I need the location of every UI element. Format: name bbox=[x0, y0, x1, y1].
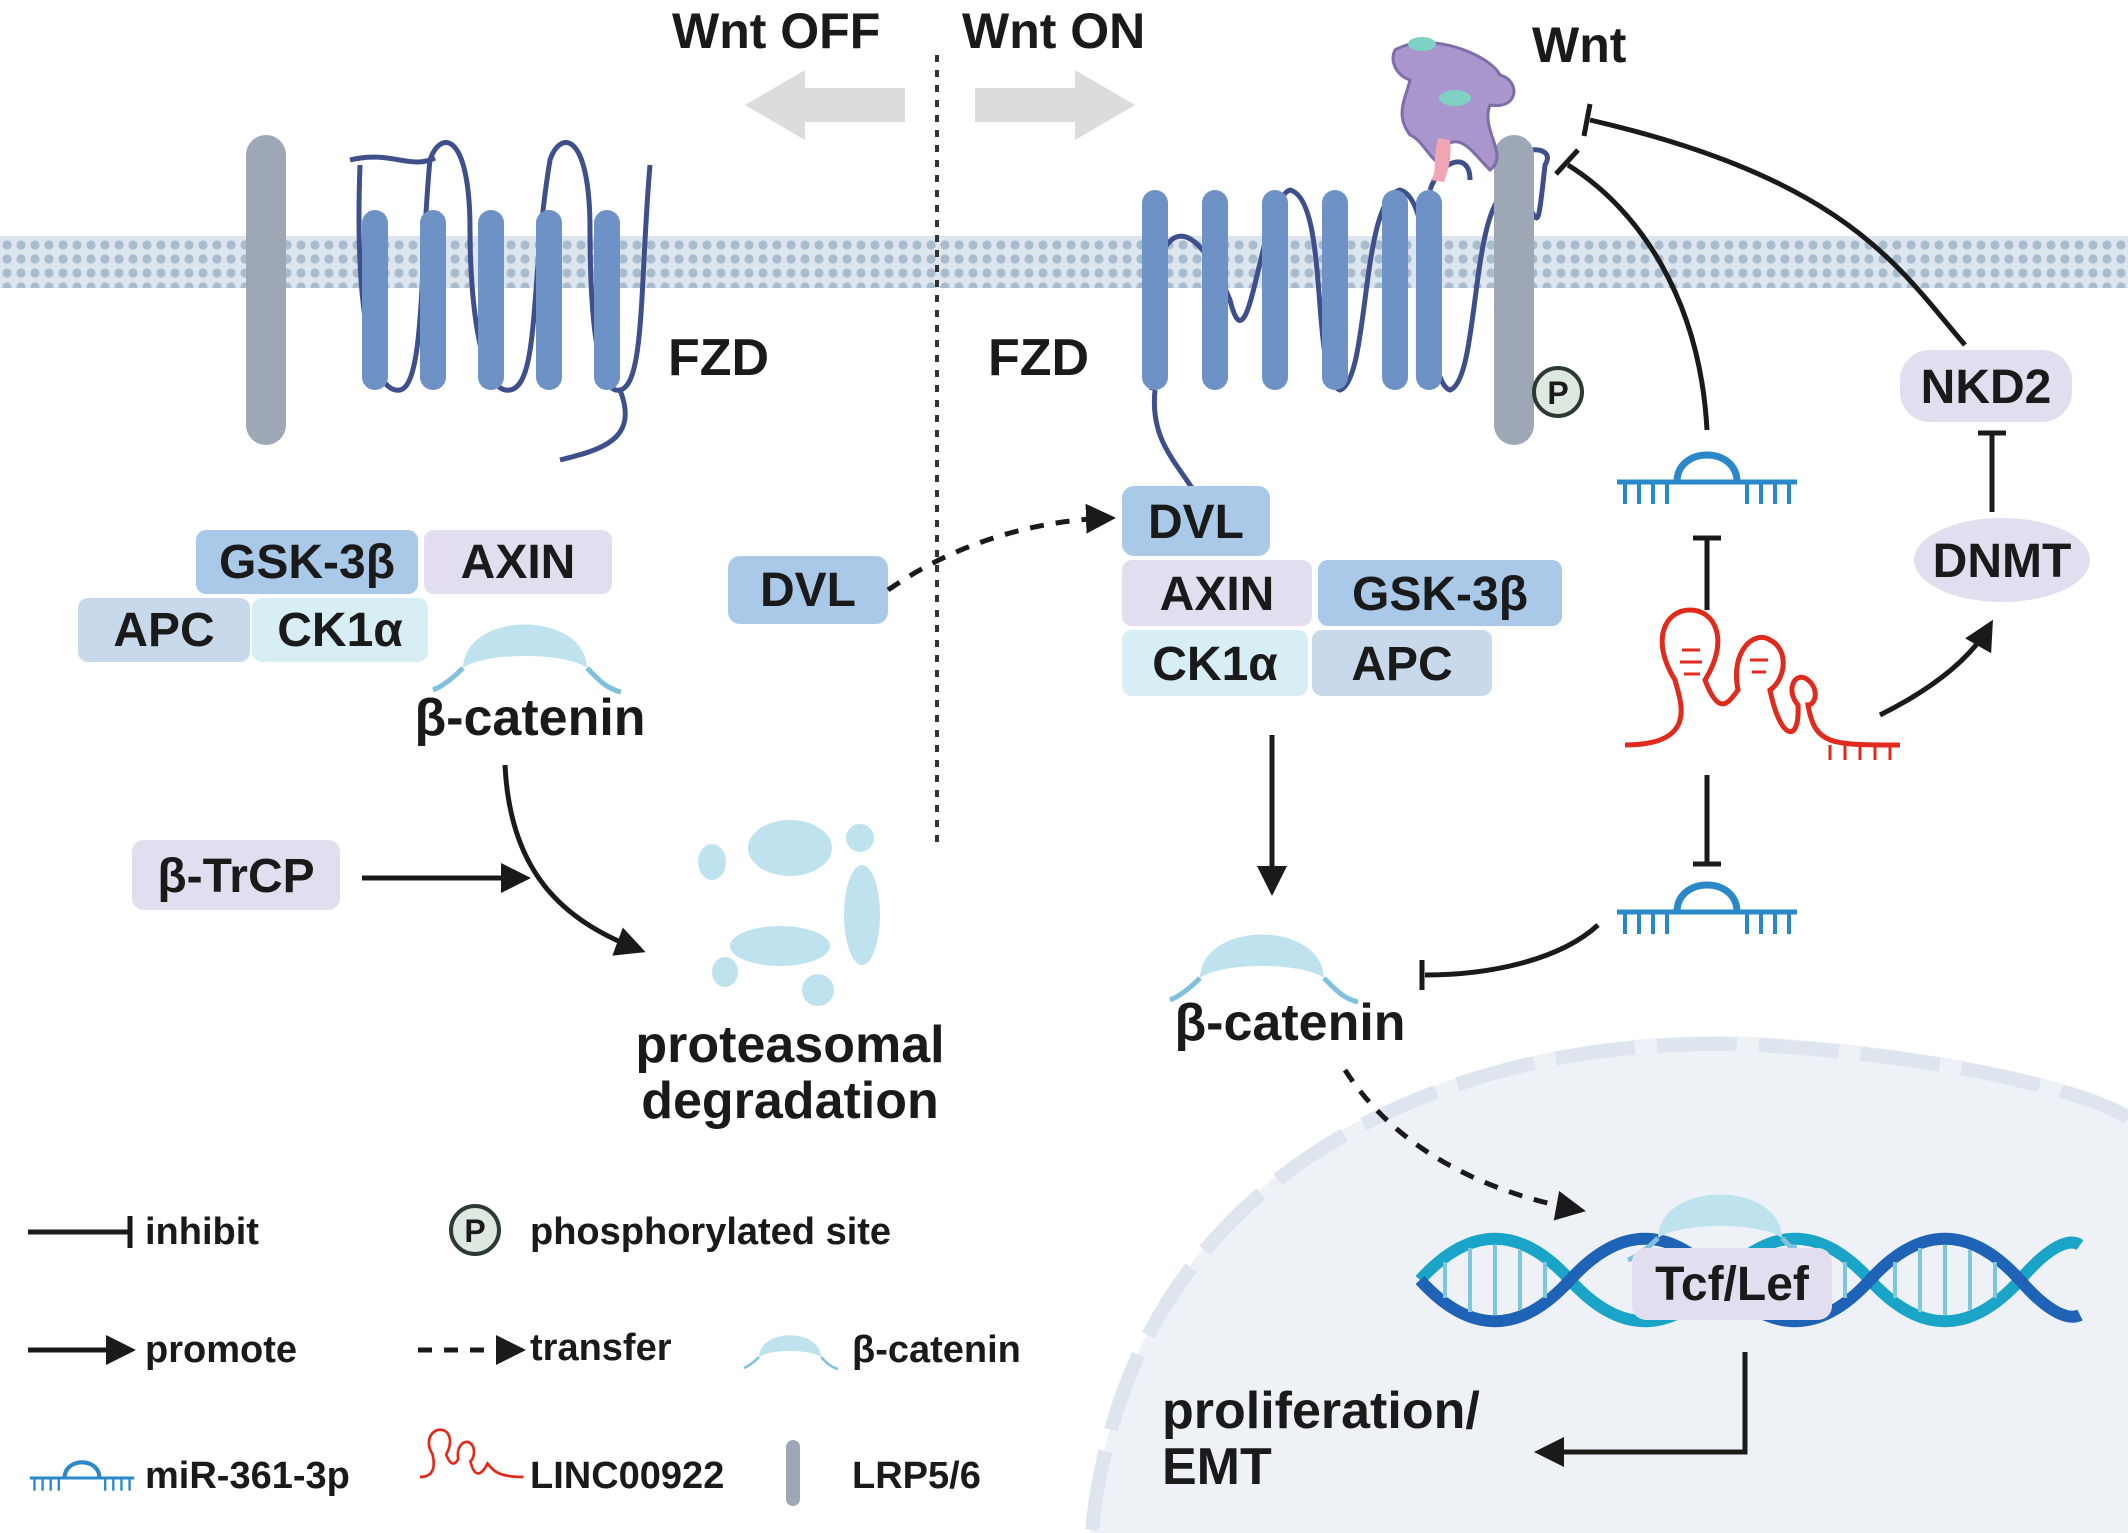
axin-label-left: AXIN bbox=[461, 536, 576, 589]
wnt-on-arrow bbox=[975, 70, 1135, 140]
nucleus bbox=[1090, 1036, 2128, 1533]
legend-phospho-label: phosphorylated site bbox=[530, 1211, 891, 1253]
mirna-inhibit-bcatenin-line bbox=[1424, 923, 1600, 978]
fzd-receptor-right bbox=[1142, 147, 1550, 502]
phospho-site-label: P bbox=[1547, 375, 1568, 411]
mirna-inhibit-lrp-line bbox=[1566, 162, 1710, 431]
dvl-label-free: DVL bbox=[760, 564, 856, 617]
legend-transfer-label: transfer bbox=[530, 1327, 672, 1369]
legend-lnc-symbol bbox=[419, 1428, 524, 1479]
nuclear-envelope bbox=[1085, 1037, 2128, 1531]
lrp-left bbox=[246, 135, 286, 445]
legend-lrp-symbol bbox=[786, 1440, 800, 1506]
wnt-off-label: Wnt OFF bbox=[672, 3, 880, 59]
fzd-right-label: FZD bbox=[988, 329, 1089, 387]
degradation-label-line2: degradation bbox=[641, 1072, 939, 1130]
axin-box-left bbox=[424, 530, 612, 594]
axin-label-right: AXIN bbox=[1160, 568, 1275, 621]
proteasome-fragments bbox=[698, 820, 880, 1006]
apc-label-left: APC bbox=[113, 604, 214, 657]
outcome-label-line1: proliferation/ bbox=[1162, 1382, 1480, 1440]
legend-lnc-label: LINC00922 bbox=[530, 1455, 724, 1497]
fzd-receptor-left bbox=[349, 140, 653, 463]
dvl-label-bound: DVL bbox=[1148, 496, 1244, 549]
bcatenin-nuclear-transfer-arrow bbox=[1342, 1068, 1586, 1221]
legend-promote-label: promote bbox=[145, 1329, 297, 1371]
wnt-off-arrow bbox=[745, 70, 905, 140]
phospho-site bbox=[1532, 366, 1584, 418]
mirna-lower bbox=[1617, 885, 1797, 934]
mirna-inhibit-lrp-bar bbox=[1554, 148, 1580, 176]
dvl-box-free bbox=[728, 556, 888, 624]
legend-lrp-label: LRP5/6 bbox=[852, 1455, 981, 1497]
cell-membrane bbox=[0, 236, 2128, 288]
lrp-right bbox=[1494, 135, 1534, 445]
nkd2-inhibit-wnt-bar bbox=[1581, 103, 1593, 137]
bcatenin-shape-left bbox=[433, 625, 621, 693]
legend-mirna-symbol bbox=[30, 1462, 134, 1490]
ck1-box-left bbox=[252, 598, 428, 662]
legend-mirna-label: miR-361-3p bbox=[145, 1455, 350, 1497]
bcatenin-label-left: β-catenin bbox=[414, 689, 645, 747]
wnt-ligand-label: Wnt bbox=[1532, 17, 1627, 73]
tcf-label: Tcf/Lef bbox=[1655, 1258, 1810, 1311]
apc-box-right bbox=[1312, 630, 1492, 696]
nkd2-inhibit-wnt-line bbox=[1589, 117, 1967, 347]
tcf-box bbox=[1632, 1248, 1832, 1320]
gsk-label-right: GSK-3β bbox=[1352, 568, 1528, 621]
dvl-box-bound bbox=[1122, 486, 1270, 556]
outcome-label-line2: EMT bbox=[1162, 1438, 1272, 1496]
legend-bcatenin-symbol bbox=[742, 1334, 840, 1371]
apc-box-left bbox=[78, 598, 250, 662]
linc-promote-dnmt-arrow bbox=[1878, 619, 1993, 718]
legend-inhibit-label: inhibit bbox=[145, 1211, 259, 1253]
gsk-label-left: GSK-3β bbox=[219, 536, 395, 589]
legend: inhibit P phosphorylated site promote tr… bbox=[28, 1204, 1021, 1506]
legend-phospho-letter: P bbox=[464, 1213, 485, 1249]
fzd-left-label: FZD bbox=[668, 329, 769, 387]
dvl-transfer-arrow bbox=[886, 503, 1116, 593]
gsk-box-left bbox=[196, 530, 418, 594]
tcf-to-outcome-arrow bbox=[1534, 1352, 1748, 1467]
bcatenin-to-degradation-arrow bbox=[502, 764, 646, 956]
wnt-ligand bbox=[1391, 37, 1516, 182]
btrcp-box bbox=[132, 840, 340, 910]
mirna-upper bbox=[1617, 455, 1797, 504]
ck1-box-right bbox=[1122, 630, 1308, 696]
bcatenin-shape-right bbox=[1170, 935, 1358, 1003]
legend-phospho-symbol bbox=[449, 1204, 501, 1256]
nkd2-box bbox=[1900, 350, 2072, 422]
ck1-label-left: CK1α bbox=[277, 604, 403, 657]
bcatenin-label-right: β-catenin bbox=[1174, 994, 1405, 1052]
linc00922-lncrna bbox=[1624, 607, 1901, 760]
dnmt-box bbox=[1914, 518, 2090, 602]
dnmt-label: DNMT bbox=[1933, 535, 2072, 588]
apc-label-right: APC bbox=[1351, 638, 1452, 691]
legend-bcatenin-label: β-catenin bbox=[852, 1329, 1021, 1371]
wnt-on-label: Wnt ON bbox=[962, 3, 1145, 59]
ck1-label-right: CK1α bbox=[1152, 638, 1278, 691]
btrcp-label: β-TrCP bbox=[157, 850, 314, 903]
axin-box-right bbox=[1122, 560, 1312, 626]
degradation-label-line1: proteasomal bbox=[635, 1016, 944, 1074]
nkd2-label: NKD2 bbox=[1921, 361, 2052, 414]
gsk-box-right bbox=[1318, 560, 1562, 626]
